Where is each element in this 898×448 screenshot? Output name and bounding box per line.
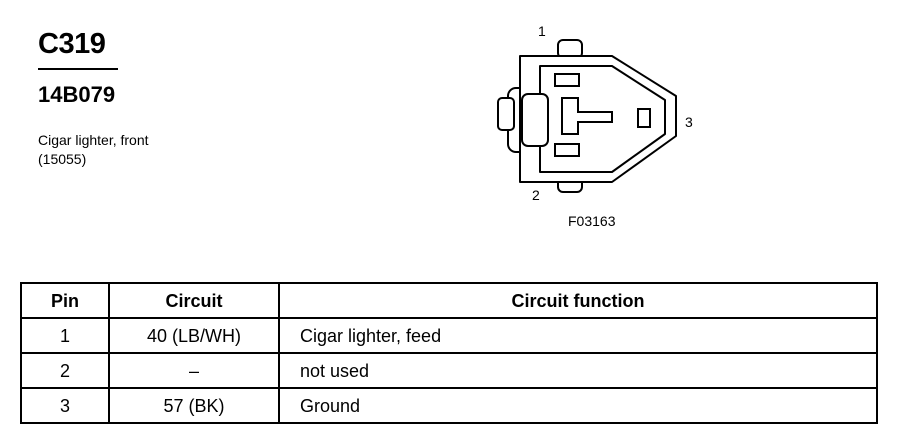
pin-cell: 3 bbox=[20, 387, 110, 424]
table-header-row: Pin Circuit Circuit function bbox=[20, 282, 878, 319]
table-row: 1 40 (LB/WH) Cigar lighter, feed bbox=[20, 317, 878, 354]
connector-description: Cigar lighter, front (15055) bbox=[38, 131, 149, 169]
description-line: (15055) bbox=[38, 151, 87, 167]
pin-cell: 1 bbox=[20, 317, 110, 354]
table-row: 3 57 (BK) Ground bbox=[20, 387, 878, 424]
circuit-cell: 40 (LB/WH) bbox=[108, 317, 280, 354]
part-number: 14B079 bbox=[38, 82, 116, 107]
description-line: Cigar lighter, front bbox=[38, 132, 149, 148]
pinout-table: Pin Circuit Circuit function 1 40 (LB/WH… bbox=[20, 282, 878, 424]
connector-face-diagram: 1 2 3 F03163 bbox=[480, 10, 720, 240]
pin-label-2: 2 bbox=[532, 187, 540, 203]
column-header-pin: Pin bbox=[20, 282, 110, 319]
connector-drawing bbox=[497, 39, 677, 193]
pin-label-1: 1 bbox=[538, 23, 546, 39]
column-header-function: Circuit function bbox=[278, 282, 878, 319]
circuit-cell: – bbox=[108, 352, 280, 389]
function-cell: not used bbox=[278, 352, 878, 389]
function-cell: Cigar lighter, feed bbox=[278, 317, 878, 354]
connector-id: C319 bbox=[38, 28, 106, 60]
function-cell: Ground bbox=[278, 387, 878, 424]
table-row: 2 – not used bbox=[20, 352, 878, 389]
figure-code: F03163 bbox=[568, 213, 616, 229]
column-header-circuit: Circuit bbox=[108, 282, 280, 319]
pin-label-3: 3 bbox=[685, 114, 693, 130]
pin-cell: 2 bbox=[20, 352, 110, 389]
title-underline bbox=[38, 68, 118, 70]
circuit-cell: 57 (BK) bbox=[108, 387, 280, 424]
